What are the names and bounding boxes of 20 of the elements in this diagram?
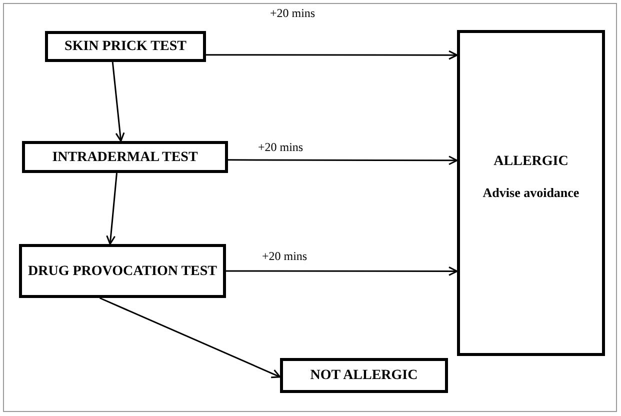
box-title: SKIN PRICK TEST xyxy=(64,38,186,55)
box-title: ALLERGIC xyxy=(494,153,568,170)
process-box xyxy=(45,31,206,62)
edge-label: +20 mins xyxy=(260,249,310,263)
edge-label: +20 mins xyxy=(256,140,306,154)
box-title: NOT ALLERGIC xyxy=(310,367,418,384)
process-box xyxy=(19,244,226,298)
arrow xyxy=(99,297,281,378)
arrow xyxy=(228,156,458,166)
process-box xyxy=(22,141,228,173)
arrow xyxy=(226,266,458,276)
process-box xyxy=(280,358,448,393)
result-box xyxy=(457,30,605,356)
box-note: Advise avoidance xyxy=(482,184,580,201)
edge-label: +20 mins xyxy=(268,6,318,20)
box-title: DRUG PROVOCATION TEST xyxy=(28,262,217,280)
box-title: INTRADERMAL TEST xyxy=(52,148,198,166)
arrow xyxy=(206,50,458,60)
arrow xyxy=(106,172,118,245)
arrow xyxy=(112,62,125,142)
